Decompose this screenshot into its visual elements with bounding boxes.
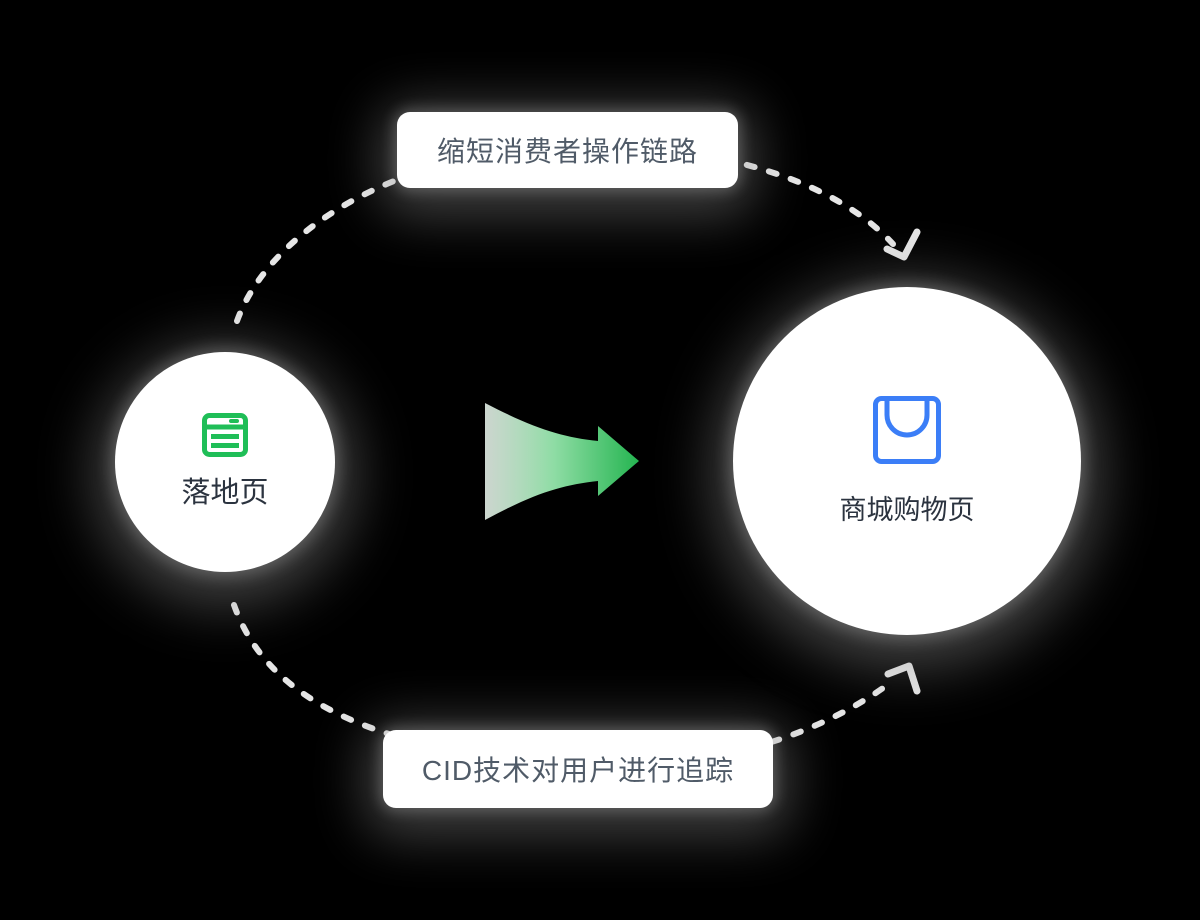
top-arrowhead-icon: [883, 228, 921, 261]
shop-page-node: 商城购物页: [733, 287, 1081, 635]
shop-page-label: 商城购物页: [839, 494, 975, 525]
landing-page-node: 落地页: [115, 352, 335, 572]
bottom-path-card: CID技术对用户进行追踪: [383, 730, 773, 808]
bottom-arrowhead-icon: [884, 662, 921, 695]
top-path-label: 缩短消费者操作链路: [436, 136, 698, 167]
landing-page-label: 落地页: [181, 477, 269, 509]
flow-arrow-icon: [485, 403, 639, 520]
bottom-path-label: CID技术对用户进行追踪: [421, 755, 735, 786]
document-icon: [202, 413, 248, 457]
shopping-bag-icon: [873, 395, 941, 464]
top-path-card: 缩短消费者操作链路: [397, 112, 738, 188]
